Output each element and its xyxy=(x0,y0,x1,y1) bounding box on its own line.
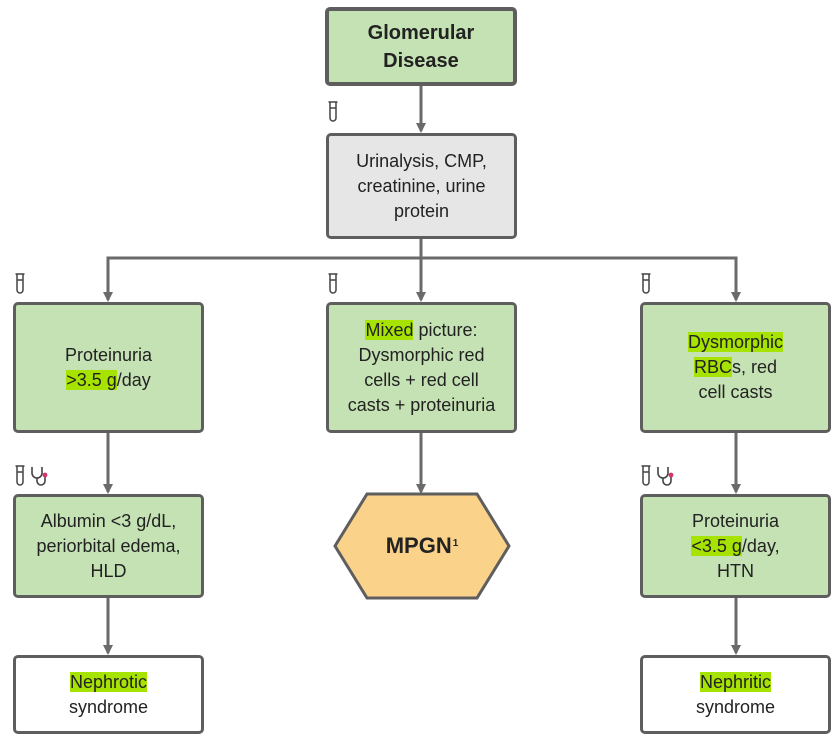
nephrotic-proteinuria-node: Proteinuria >3.5 g/day xyxy=(13,302,204,433)
dysmorphic-rbc-node: Dysmorphic RBCs, red cell casts xyxy=(640,302,831,433)
nephrotic-highlight: Nephrotic xyxy=(69,671,148,692)
nephritic-line2: syndrome xyxy=(695,696,776,717)
mid-finding-line2: Dysmorphic red xyxy=(358,344,485,365)
left-detail-line3: HLD xyxy=(90,560,127,581)
mid-finding-line3: cells + red cell xyxy=(364,369,479,390)
mpgn-hexagon xyxy=(333,492,511,600)
right-detail-highlight: <3.5 g xyxy=(691,535,742,556)
nephrotic-syndrome-node: Nephrotic syndrome xyxy=(13,655,204,734)
mid-finding-rest: picture: xyxy=(413,319,478,340)
edge-tests-left xyxy=(103,239,423,302)
stethoscope-icon xyxy=(31,467,48,486)
test-tube-icon xyxy=(15,273,25,294)
right-detail-line3: HTN xyxy=(716,560,754,581)
lab-tests-node: Urinalysis, CMP, creatinine, urine prote… xyxy=(326,133,517,239)
test-tube-icon xyxy=(328,101,338,122)
left-finding-line1: Proteinuria xyxy=(64,344,153,365)
left-detail-line2: periorbital edema, xyxy=(36,535,181,556)
nephritic-highlight: Nephritic xyxy=(699,671,772,692)
edge-tests-right xyxy=(421,256,741,302)
nephritic-syndrome-node: Nephritic syndrome xyxy=(640,655,831,734)
root-line2: Disease xyxy=(383,49,459,72)
mid-finding-highlight: Mixed xyxy=(365,319,414,340)
left-finding-highlight: >3.5 g xyxy=(66,369,117,390)
tests-line2: creatinine, urine xyxy=(357,175,486,196)
test-tube-icon xyxy=(15,465,25,486)
right-finding-line3: cell casts xyxy=(698,382,773,402)
test-tube-icon xyxy=(328,273,338,294)
mpgn-footnote: 1 xyxy=(452,537,459,549)
mid-finding-line4: casts + proteinuria xyxy=(347,394,496,415)
right-finding-highlight1: Dysmorphic xyxy=(687,332,784,352)
root-line1: Glomerular xyxy=(367,21,475,44)
tests-line3: protein xyxy=(393,200,450,221)
right-detail-rest: /day, xyxy=(741,535,780,556)
nephrotic-line2: syndrome xyxy=(68,696,149,717)
albumin-edema-node: Albumin <3 g/dL, periorbital edema, HLD xyxy=(13,494,204,598)
glomerular-disease-node: Glomerular Disease xyxy=(325,7,517,86)
test-tube-icon xyxy=(641,465,651,486)
tests-line1: Urinalysis, CMP, xyxy=(356,150,487,171)
mpgn-text: MPGN xyxy=(385,533,452,558)
right-detail-line1: Proteinuria xyxy=(691,510,780,531)
right-finding-highlight2: RBC xyxy=(693,357,732,377)
test-tube-icon xyxy=(641,273,651,294)
mixed-picture-node: Mixed picture: Dysmorphic red cells + re… xyxy=(326,302,517,433)
left-finding-rest: /day xyxy=(116,369,151,390)
stethoscope-icon xyxy=(657,467,674,486)
proteinuria-htn-node: Proteinuria <3.5 g/day, HTN xyxy=(640,494,831,598)
left-detail-line1: Albumin <3 g/dL, xyxy=(40,510,177,531)
right-finding-rest: s, red xyxy=(731,357,778,377)
